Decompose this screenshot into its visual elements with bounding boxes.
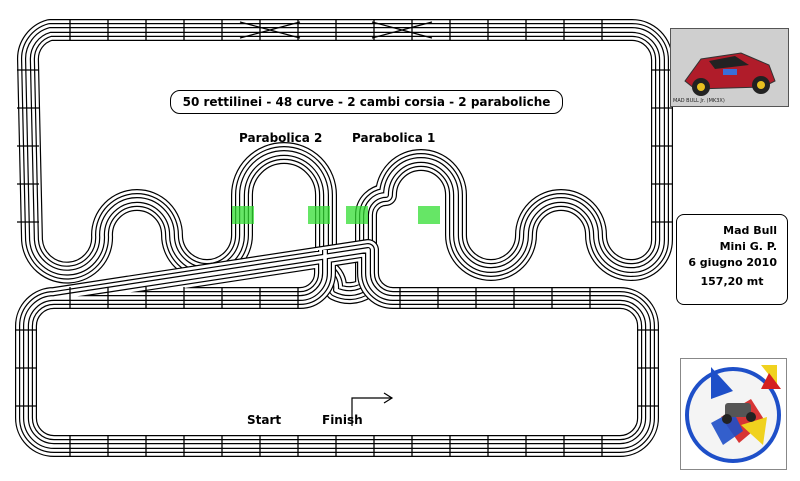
summary-label: 50 rettilinei - 48 curve - 2 cambi corsi… [170, 90, 563, 114]
event-date: 6 giugno 2010 [688, 256, 777, 269]
event-name: Mini G. P. [719, 240, 777, 253]
car-image [671, 29, 788, 106]
car-photo: MAD BULL Jr. (MK3X) [670, 28, 789, 107]
team-logo [680, 358, 787, 470]
lane-change-1 [239, 21, 301, 39]
parabolica-highlight [232, 206, 254, 224]
start-label: Start [247, 413, 282, 427]
parabolica-highlight [346, 206, 368, 224]
lane-change-2 [371, 21, 433, 39]
parabolica-2-label: Parabolica 2 [239, 131, 323, 145]
team-logo-image [685, 365, 781, 463]
parabolica-highlight [308, 206, 330, 224]
finish-arrow [351, 397, 392, 426]
parabolica-highlight [418, 206, 440, 224]
finish-arrow-head [383, 392, 394, 404]
car-caption: MAD BULL Jr. (MK3X) [673, 98, 725, 104]
race-info-box: Mad Bull Mini G. P. 6 giugno 2010 157,20… [676, 214, 788, 305]
track-name: Mad Bull [723, 224, 777, 237]
lower-loop-fill-c [24, 248, 650, 448]
parabolica-1-label: Parabolica 1 [352, 131, 436, 145]
finish-label: Finish [322, 413, 363, 427]
track-length: 157,20 mt [700, 275, 764, 288]
